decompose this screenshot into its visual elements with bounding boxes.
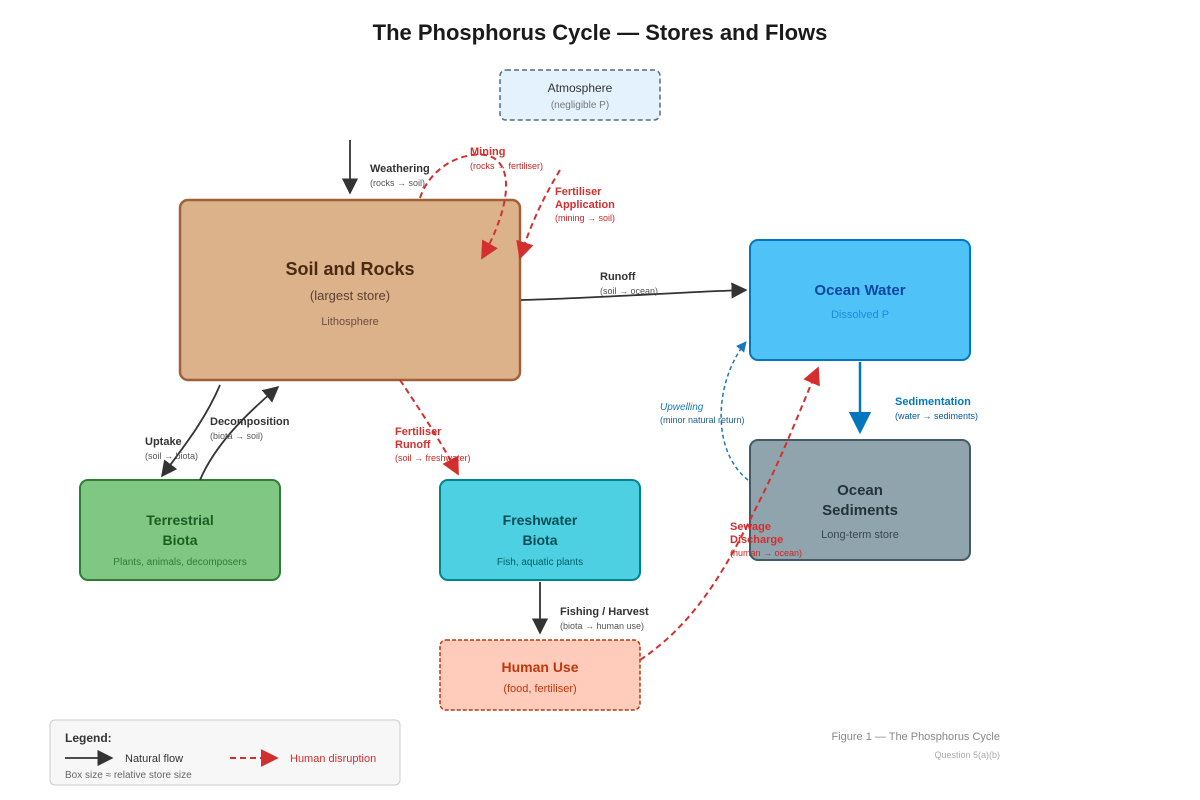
sediments-sub: Long-term store: [821, 529, 899, 541]
sewage-label-line2: Discharge: [730, 534, 783, 546]
weathering-label: Weathering: [370, 163, 430, 175]
sedimentation-sub: (water → sediments): [895, 411, 978, 421]
legend: Legend: Natural flow Human disruption Bo…: [49, 719, 401, 786]
legend-natural-label: Natural flow: [125, 753, 183, 765]
upwelling-label: Upwelling: [660, 402, 704, 413]
atmosphere-store: Atmosphere (negligible P): [499, 69, 661, 121]
fishing-harvest-flow: Fishing / Harvest (biota → human use): [531, 582, 649, 635]
terrestrial-biota-store: Terrestrial Biota Plants, animals, decom…: [79, 479, 281, 581]
decomposition-flow: Decomposition (biota → soil): [199, 385, 290, 481]
uptake-sub: (soil → biota): [145, 451, 198, 461]
atmosphere-name: Atmosphere: [548, 81, 613, 95]
soil-sub2: Lithosphere: [321, 316, 379, 328]
freshwater-sub: Fish, aquatic plants: [497, 557, 583, 568]
uptake-label: Uptake: [145, 436, 182, 448]
human-use-sub: (food, fertiliser): [503, 683, 576, 695]
fertiliser-application-flow: Fertiliser Application (mining → soil): [516, 169, 615, 260]
terrestrial-sub: Plants, animals, decomposers: [113, 557, 246, 568]
terrestrial-name-line1: Terrestrial: [146, 512, 213, 528]
soil-name: Soil and Rocks: [285, 259, 414, 279]
mining-flow: Mining (rocks → fertiliser): [419, 146, 543, 260]
sediments-name-line2: Sediments: [822, 502, 898, 519]
legend-title: Legend:: [65, 731, 112, 745]
sediments-name-line1: Ocean: [837, 482, 883, 499]
sewage-label-line1: Sewage: [730, 521, 771, 533]
mining-sub: (rocks → fertiliser): [470, 161, 543, 171]
fishing-sub: (biota → human use): [560, 621, 644, 631]
decomposition-sub: (biota → soil): [210, 431, 263, 441]
runoff-flow: Runoff (soil → ocean): [520, 271, 748, 301]
fertiliser-runoff-sub: (soil → freshwater): [395, 453, 471, 463]
uptake-flow: Uptake (soil → biota): [145, 384, 221, 478]
fertiliser-application-label-line1: Fertiliser: [555, 186, 602, 198]
freshwater-name-line1: Freshwater: [503, 512, 578, 528]
fertiliser-runoff-label-line2: Runoff: [395, 439, 431, 451]
terrestrial-name-line2: Biota: [163, 532, 198, 548]
fertiliser-application-label-line2: Application: [555, 199, 615, 211]
sewage-sub: (human → ocean): [730, 548, 802, 558]
upwelling-flow: Upwelling (minor natural return): [660, 341, 749, 481]
fertiliser-runoff-flow: Fertiliser Runoff (soil → freshwater): [395, 379, 471, 476]
ocean-water-name: Ocean Water: [814, 282, 905, 299]
soil-sub: (largest store): [310, 288, 390, 303]
diagram-title: The Phosphorus Cycle — Stores and Flows: [373, 20, 828, 45]
ocean-water-store: Ocean Water Dissolved P: [749, 239, 971, 361]
sedimentation-label: Sedimentation: [895, 396, 971, 408]
fertiliser-runoff-label-line1: Fertiliser: [395, 426, 442, 438]
fertiliser-application-sub: (mining → soil): [555, 213, 615, 223]
runoff-sub: (soil → ocean): [600, 286, 658, 296]
sedimentation-flow: Sedimentation (water → sediments): [848, 362, 978, 435]
weathering-sub: (rocks → soil): [370, 178, 425, 188]
upwelling-sub: (minor natural return): [660, 415, 745, 425]
human-use-name: Human Use: [501, 659, 578, 675]
legend-human-label: Human disruption: [290, 753, 376, 765]
question-reference: Question 5(a)(b): [934, 750, 1000, 760]
atmosphere-sub: (negligible P): [551, 100, 609, 111]
mining-label: Mining: [470, 146, 505, 158]
ocean-sediments-store: Ocean Sediments Long-term store: [749, 439, 971, 561]
human-use-store: Human Use (food, fertiliser): [439, 639, 641, 711]
ocean-water-sub: Dissolved P: [831, 309, 889, 321]
runoff-label: Runoff: [600, 271, 636, 283]
fishing-label: Fishing / Harvest: [560, 606, 649, 618]
figure-caption: Figure 1 — The Phosphorus Cycle: [831, 731, 1000, 743]
freshwater-biota-store: Freshwater Biota Fish, aquatic plants: [439, 479, 641, 581]
soil-rocks-store: Soil and Rocks (largest store) Lithosphe…: [178, 198, 522, 382]
weathering-flow: Weathering (rocks → soil): [341, 140, 430, 195]
sewage-discharge-flow: Sewage Discharge (human → ocean): [639, 366, 820, 661]
freshwater-name-line2: Biota: [523, 532, 558, 548]
legend-note: Box size ≈ relative store size: [65, 770, 192, 781]
decomposition-label: Decomposition: [210, 416, 290, 428]
